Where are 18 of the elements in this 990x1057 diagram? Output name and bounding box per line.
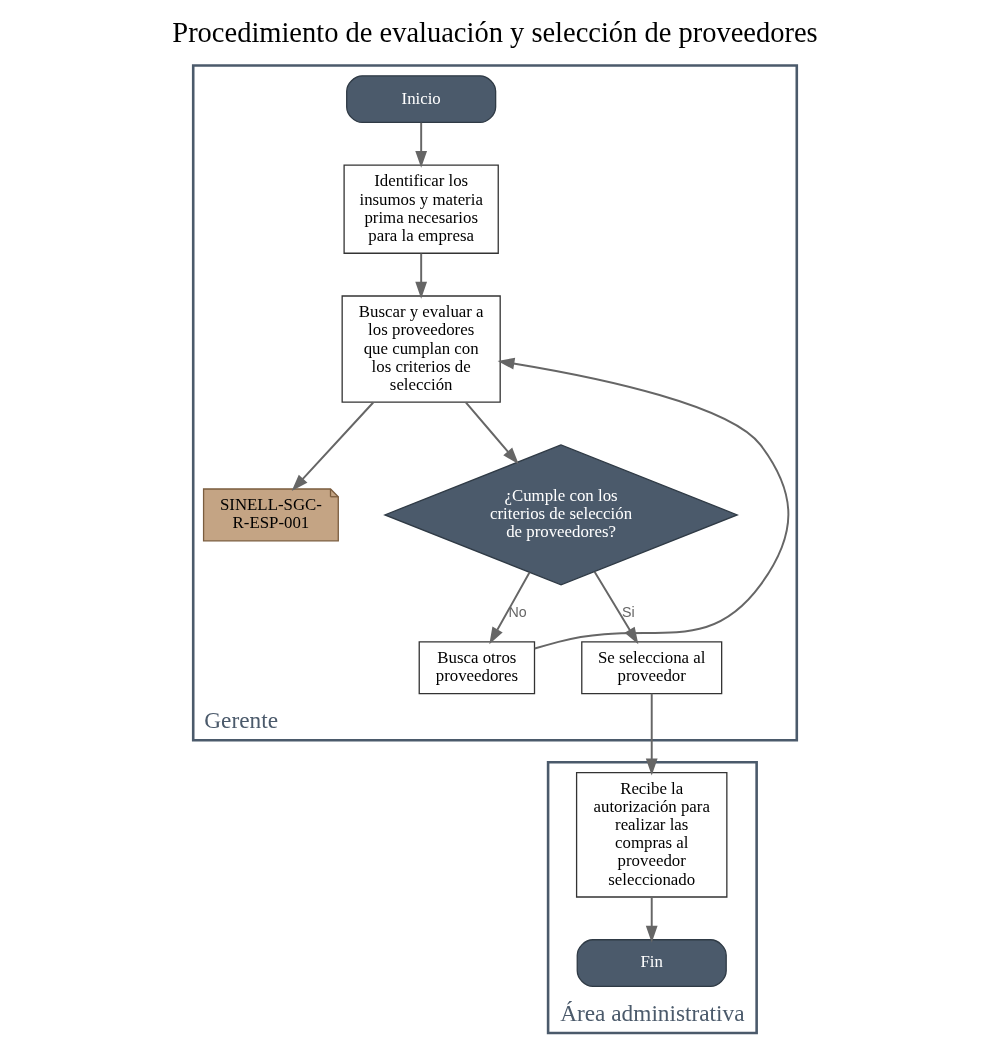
node-box: Busca otros proveedores — [418, 641, 536, 695]
node-box: Identificar los insumos y materia prima necesarios para la empresa — [343, 164, 499, 254]
arrow — [489, 571, 531, 645]
edge-label: No — [508, 603, 527, 620]
arrow — [645, 692, 658, 776]
node-box: Fin — [576, 939, 727, 987]
node-box: Recibe la autorización para realizar las compras al proveedor seleccionado — [575, 772, 728, 898]
arrow — [645, 896, 658, 943]
node-box: Inicio — [346, 75, 497, 124]
arrow — [415, 252, 428, 299]
edge-label: Si — [622, 603, 635, 620]
node-box: Se selecciona al proveedor — [581, 641, 723, 695]
diagram-title: Procedimiento de evaluación y selección de proveedores — [172, 16, 818, 48]
arrow — [464, 401, 519, 465]
node-box: Buscar y evaluar a los proveedores que cumplan con los criterios de selección — [341, 295, 501, 403]
arrow — [497, 357, 790, 650]
arrow — [291, 401, 375, 492]
arrow — [415, 121, 428, 168]
